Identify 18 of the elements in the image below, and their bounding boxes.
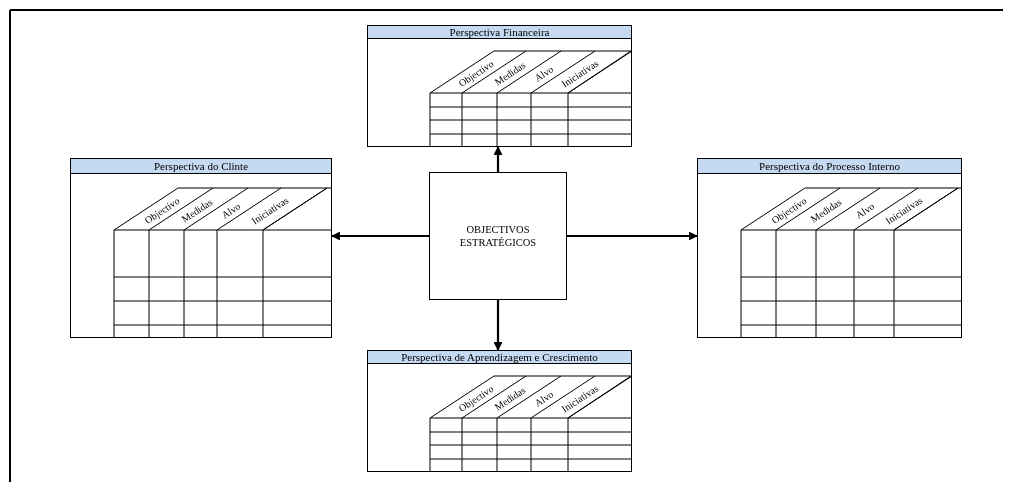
- node-label: OBJECTIVOS ESTRATÉGICOS: [458, 223, 538, 249]
- objectives-box: [429, 172, 567, 300]
- column-header: Alvo: [531, 62, 557, 86]
- table-title: Perspectiva de Aprendizagem e Crescimento: [368, 351, 631, 364]
- column-header: Alvo: [531, 387, 557, 411]
- arrow: [493, 300, 503, 351]
- arrow: [493, 146, 503, 172]
- table-title: Perspectiva Financeira: [368, 26, 631, 39]
- table-title: Perspectiva do Processo Interno: [698, 159, 961, 174]
- perspective-table: [697, 158, 962, 338]
- perspective-table: [70, 158, 332, 338]
- column-header: Alvo: [218, 199, 243, 223]
- column-header: Alvo: [852, 199, 878, 223]
- perspective-table: [367, 25, 632, 147]
- arrow: [567, 231, 698, 241]
- table-title: Perspectiva do Clinte: [71, 159, 331, 174]
- perspective-table: [367, 350, 632, 472]
- arrow: [331, 231, 429, 241]
